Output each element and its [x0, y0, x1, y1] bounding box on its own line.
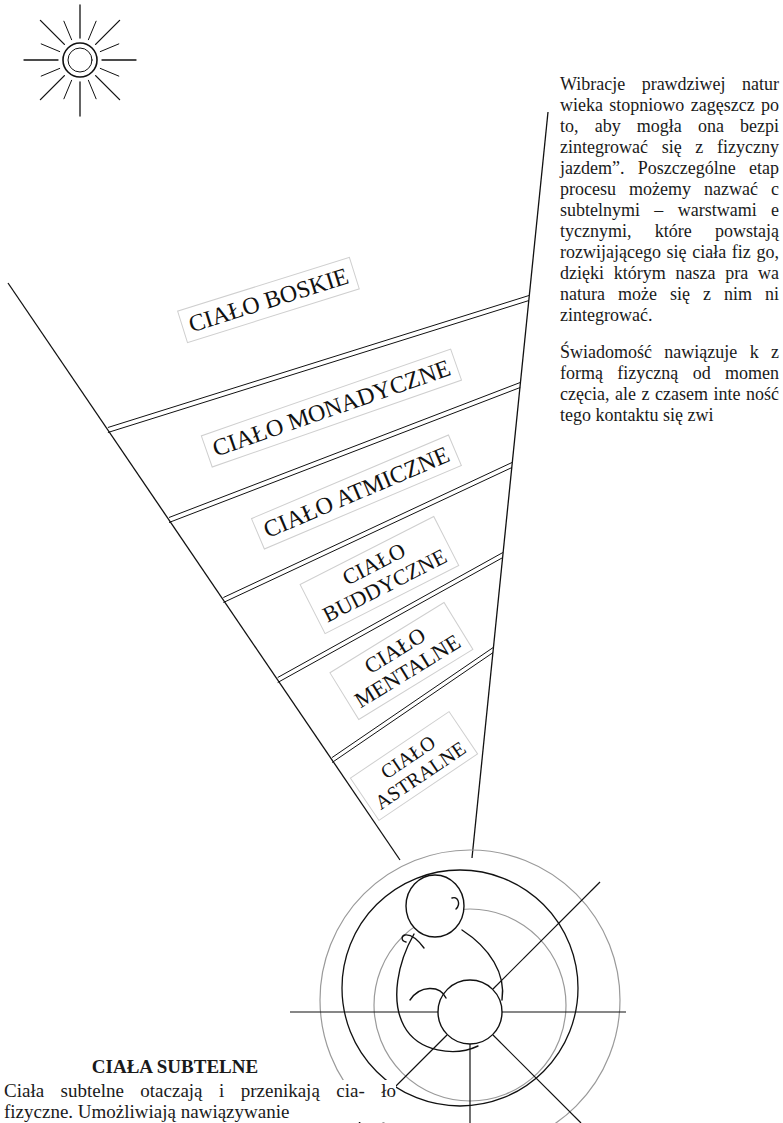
aura-ring	[342, 870, 578, 1106]
sun-ray	[102, 59, 136, 60]
body-text: Wibracje prawdziwej natur wieka stopniow…	[560, 74, 779, 326]
ray-line	[502, 1011, 626, 1012]
sun-ray	[88, 21, 96, 40]
sun-ray	[24, 59, 58, 60]
fetus-hand	[402, 935, 424, 948]
sun-ray	[40, 76, 64, 100]
band-name: CIAŁO ASTRALNE	[358, 718, 470, 814]
ray-line	[493, 1035, 581, 1123]
sun-ray	[40, 20, 64, 44]
sun-core	[68, 48, 92, 72]
fetus-back	[462, 930, 503, 1000]
cone-outline	[8, 112, 548, 860]
band-label: CIAŁO ASTRALNE	[350, 711, 479, 821]
body-text: Ciała subtelne otaczają i przenikają cia…	[4, 1080, 396, 1122]
fetus-head	[406, 875, 464, 937]
sun-ray	[96, 20, 120, 44]
fetus-body	[397, 934, 478, 1051]
sun-ray	[100, 44, 119, 52]
section-heading: CIAŁA SUBTELNE	[55, 1056, 295, 1078]
sun-ray	[96, 76, 120, 100]
sun-ray	[64, 80, 72, 99]
center-circle	[438, 980, 502, 1044]
body-text: Świadomość nawiązuje k z formą fizyczną …	[560, 342, 779, 426]
sun-ray	[41, 44, 60, 52]
sun-disc	[63, 43, 97, 77]
band-dividers	[108, 296, 529, 763]
sun-ray	[79, 5, 80, 38]
sun-ray	[64, 21, 72, 40]
fetus-ear	[452, 898, 459, 909]
sun-ray	[41, 68, 60, 76]
cone-edge	[472, 112, 548, 858]
ray-line	[290, 1011, 438, 1012]
band-name: CIAŁO BOSKIE	[184, 262, 351, 337]
fetus-figure	[397, 875, 503, 1051]
band-name: CIAŁO MENTALNE	[337, 609, 465, 714]
band-name: CIAŁO MONADYCZNE	[208, 354, 454, 461]
sun-ray	[88, 80, 96, 99]
ray-line	[493, 882, 600, 989]
band-label: CIAŁO BOSKIE	[176, 257, 359, 344]
ray-line	[469, 1044, 470, 1123]
sun-ray	[79, 82, 80, 116]
sun-symbol	[24, 5, 136, 116]
sun-ray	[100, 68, 119, 76]
